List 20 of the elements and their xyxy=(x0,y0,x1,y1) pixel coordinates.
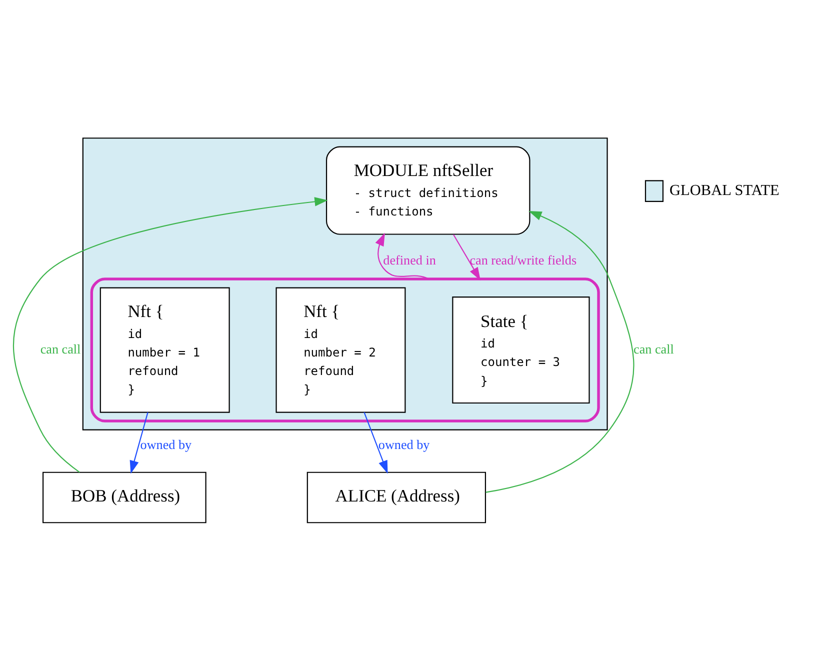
node-box: MODULE nftSeller - struct definitions - functions xyxy=(326,146,530,235)
arrow xyxy=(486,211,634,493)
cluster xyxy=(90,278,600,422)
edge-label: can call xyxy=(40,341,81,356)
arrow xyxy=(130,412,148,474)
arrow xyxy=(453,234,481,280)
edge-label: defined in xyxy=(383,252,436,268)
edge-label: can call xyxy=(634,341,674,356)
edge-label: owned by xyxy=(378,437,430,452)
node-box: Nft { id number = 2 refound } xyxy=(276,287,406,413)
legend-label: GLOBAL STATE xyxy=(670,182,780,200)
arrow xyxy=(13,197,328,473)
edge-label: can read/write fields xyxy=(470,252,577,268)
arrow xyxy=(375,232,430,280)
cluster xyxy=(82,138,608,430)
edge-label: owned by xyxy=(140,437,192,452)
node-box: ALICE (Address) xyxy=(306,472,486,524)
node-box: BOB (Address) xyxy=(42,472,206,524)
node-box: Nft { id number = 1 refound } xyxy=(100,287,230,413)
node-box: State { id counter = 3 } xyxy=(452,296,590,404)
